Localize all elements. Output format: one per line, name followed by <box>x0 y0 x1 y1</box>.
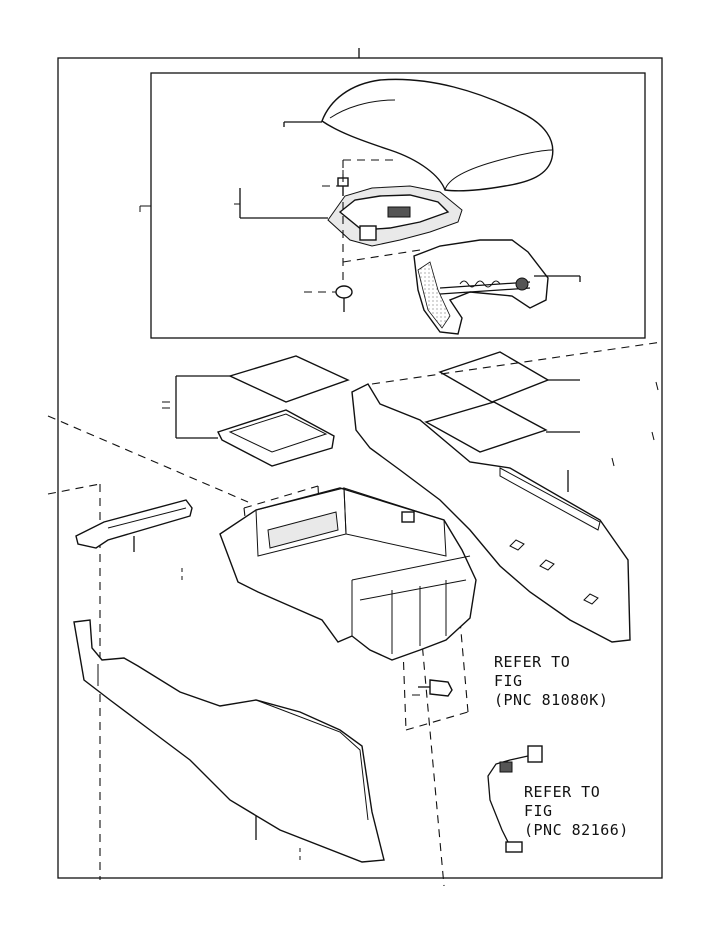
armrest-subassembly-box <box>139 72 646 339</box>
alignment-guides-armrest <box>342 159 421 280</box>
reference-line-1: REFER TO <box>494 653 570 671</box>
side-panel-left <box>73 619 385 863</box>
hinge-mechanism <box>413 239 581 335</box>
outer-frame <box>57 48 663 879</box>
bolt <box>412 679 453 697</box>
reference-line-3: (PNC 82166) <box>524 821 629 839</box>
reference-line-1: REFER TO <box>524 783 600 801</box>
mat-right-top <box>438 351 580 403</box>
reference-label-81080k: REFER TO FIG (PNC 81080K) <box>494 653 608 709</box>
slide-rail <box>75 499 193 552</box>
screw-upper <box>322 170 349 196</box>
console-box <box>219 487 477 661</box>
mat-right-lower <box>424 401 580 453</box>
tick-marks <box>181 381 659 860</box>
reference-label-82166: REFER TO FIG (PNC 82166) <box>524 783 629 839</box>
armrest-lid <box>283 78 554 192</box>
side-panel-right <box>351 383 631 643</box>
lid-hinge-base <box>234 185 463 247</box>
reference-line-2: FIG <box>524 802 553 820</box>
reference-line-3: (PNC 81080K) <box>494 691 608 709</box>
mat-left-top <box>176 355 350 403</box>
screw-lower <box>304 285 353 312</box>
wire-harness <box>487 745 543 853</box>
tray-left <box>162 376 335 467</box>
reference-line-2: FIG <box>494 672 523 690</box>
